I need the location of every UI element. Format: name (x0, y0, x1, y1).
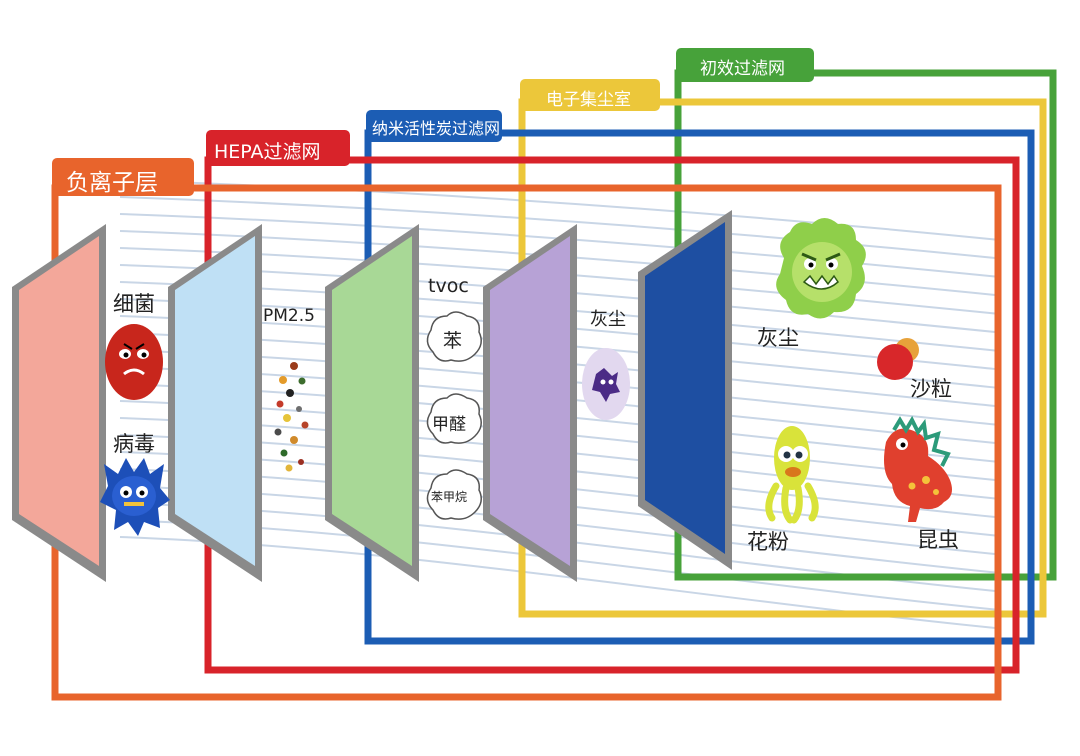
insect-character (884, 415, 952, 522)
filter-plate-collector (483, 224, 577, 582)
filter-plate-carbon (325, 224, 419, 582)
label-bacteria: 细菌 (113, 292, 155, 316)
label-virus: 病毒 (113, 432, 155, 456)
pollen-character (765, 426, 819, 524)
label-tvoc: tvoc (428, 275, 469, 297)
dust-monster-character (776, 218, 866, 319)
filter-plate-negative-ion (12, 224, 106, 582)
airflow-line (119, 196, 1001, 260)
label-carbon-filter: 纳米活性炭过滤网 (372, 119, 501, 138)
label-sand: 沙粒 (910, 377, 952, 401)
airflow-line (119, 213, 1001, 278)
label-formaldehyde: 甲醛 (432, 415, 466, 435)
fine-dust-particle (582, 348, 630, 420)
label-dust: 灰尘 (757, 326, 799, 350)
label-toluene: 苯甲烷 (431, 490, 468, 504)
cloud-benzene (426, 311, 482, 362)
label-insect: 昆虫 (917, 528, 959, 552)
label-negative-ion-layer: 负离子层 (66, 170, 158, 196)
label-pollen: 花粉 (747, 530, 789, 554)
virus-character (100, 458, 170, 536)
sand-particle (877, 338, 919, 380)
label-hepa-filter: HEPA过滤网 (214, 141, 321, 163)
label-pm25: PM2.5 (263, 306, 315, 326)
bacteria-character (105, 324, 163, 400)
cloud-toluene (426, 469, 482, 520)
pm25-particles (274, 362, 309, 472)
label-electronic-collector: 电子集尘室 (546, 90, 631, 110)
label-fine-dust: 灰尘 (590, 309, 626, 330)
label-primary-filter: 初效过滤网 (700, 59, 785, 79)
label-benzene: 苯 (443, 330, 463, 352)
filter-plate-primary (638, 210, 732, 570)
filter-plate-hepa (168, 224, 262, 582)
cloud-formaldehyde (426, 393, 482, 444)
